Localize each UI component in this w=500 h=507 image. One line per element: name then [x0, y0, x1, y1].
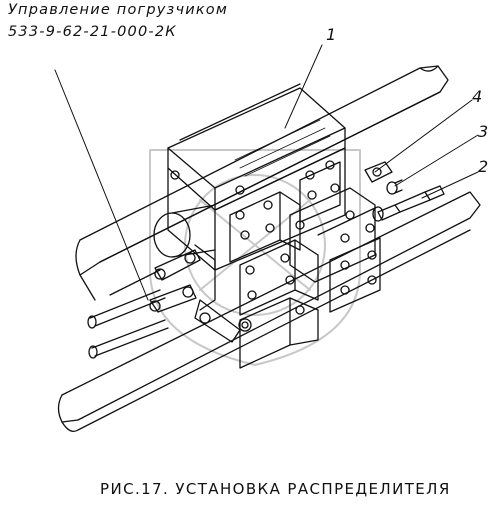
- bolt-heads: [170, 160, 377, 332]
- distributor-body: [167, 83, 346, 271]
- section-blocks: [229, 161, 381, 369]
- callout-1-label: 1: [326, 25, 336, 44]
- bolt-item-2: [372, 185, 445, 222]
- control-levers: [149, 249, 241, 343]
- callout-3-label: 3: [478, 122, 488, 141]
- rods: [87, 269, 169, 359]
- document-title: Управление погрузчиком: [8, 2, 228, 18]
- upper-rail: [75, 65, 449, 301]
- nut-item-4: [364, 161, 393, 183]
- document-code: 533-9-62-21-000-2К: [8, 24, 177, 40]
- lower-rail: [57, 191, 481, 433]
- leader-lines: [54, 44, 479, 301]
- callout-4-label: 4: [472, 87, 482, 106]
- washer-item-3: [386, 179, 403, 195]
- callout-2-label: 2: [478, 157, 488, 176]
- figure-caption: РИС.17. УСТАНОВКА РАСПРЕДЕЛИТЕЛЯ: [100, 480, 451, 498]
